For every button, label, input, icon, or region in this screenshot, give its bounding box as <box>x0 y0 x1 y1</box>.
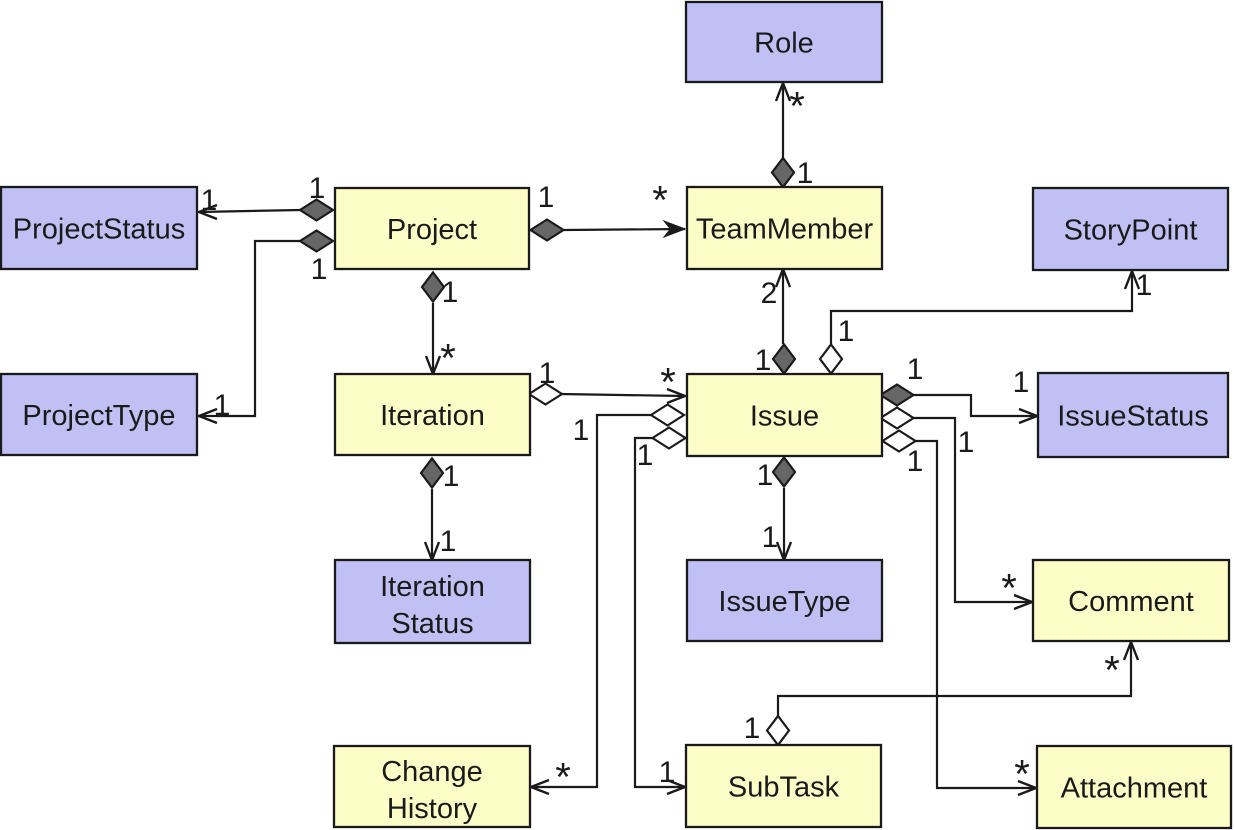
svg-text:SubTask: SubTask <box>728 772 840 804</box>
svg-text:ProjectType: ProjectType <box>22 400 175 432</box>
svg-text:Attachment: Attachment <box>1061 773 1208 805</box>
svg-text:1: 1 <box>214 389 231 422</box>
svg-text:IssueType: IssueType <box>718 586 850 618</box>
svg-text:Iteration: Iteration <box>380 571 485 603</box>
svg-text:1: 1 <box>907 353 924 386</box>
svg-text:*: * <box>555 756 571 800</box>
svg-text:1: 1 <box>838 315 855 348</box>
svg-text:1: 1 <box>659 756 676 789</box>
svg-text:Change: Change <box>381 756 483 788</box>
svg-text:TeamMember: TeamMember <box>696 214 874 246</box>
svg-text:1: 1 <box>762 521 779 554</box>
svg-text:1: 1 <box>440 525 457 558</box>
svg-text:1: 1 <box>443 460 460 493</box>
svg-text:1: 1 <box>309 172 326 205</box>
svg-text:Issue: Issue <box>750 401 819 433</box>
svg-text:Role: Role <box>754 28 814 60</box>
svg-text:Iteration: Iteration <box>380 400 485 432</box>
svg-text:*: * <box>1001 567 1017 611</box>
svg-text:1: 1 <box>539 357 556 390</box>
svg-text:Project: Project <box>387 214 477 246</box>
svg-text:1: 1 <box>538 181 555 214</box>
svg-text:2: 2 <box>761 277 778 310</box>
svg-text:1: 1 <box>1136 269 1153 302</box>
svg-text:1: 1 <box>755 344 772 377</box>
svg-text:StoryPoint: StoryPoint <box>1064 215 1198 247</box>
svg-text:*: * <box>1104 649 1120 693</box>
svg-text:*: * <box>660 361 676 405</box>
svg-text:*: * <box>652 179 668 223</box>
svg-text:1: 1 <box>201 184 218 217</box>
svg-text:1: 1 <box>637 439 654 472</box>
svg-text:ProjectStatus: ProjectStatus <box>13 214 185 246</box>
svg-text:1: 1 <box>744 712 761 745</box>
svg-text:1: 1 <box>757 459 774 492</box>
svg-text:*: * <box>1014 753 1030 797</box>
svg-text:1: 1 <box>797 157 814 190</box>
svg-text:1: 1 <box>573 414 590 447</box>
svg-text:1: 1 <box>907 445 924 478</box>
svg-text:1: 1 <box>958 426 975 459</box>
svg-text:1: 1 <box>311 253 328 286</box>
svg-text:1: 1 <box>442 276 459 309</box>
svg-text:*: * <box>789 85 805 129</box>
svg-text:History: History <box>387 793 478 825</box>
svg-text:1: 1 <box>1013 366 1030 399</box>
svg-text:Comment: Comment <box>1068 586 1194 618</box>
svg-text:IssueStatus: IssueStatus <box>1057 401 1209 433</box>
svg-text:*: * <box>440 337 456 381</box>
svg-text:Status: Status <box>391 608 473 640</box>
